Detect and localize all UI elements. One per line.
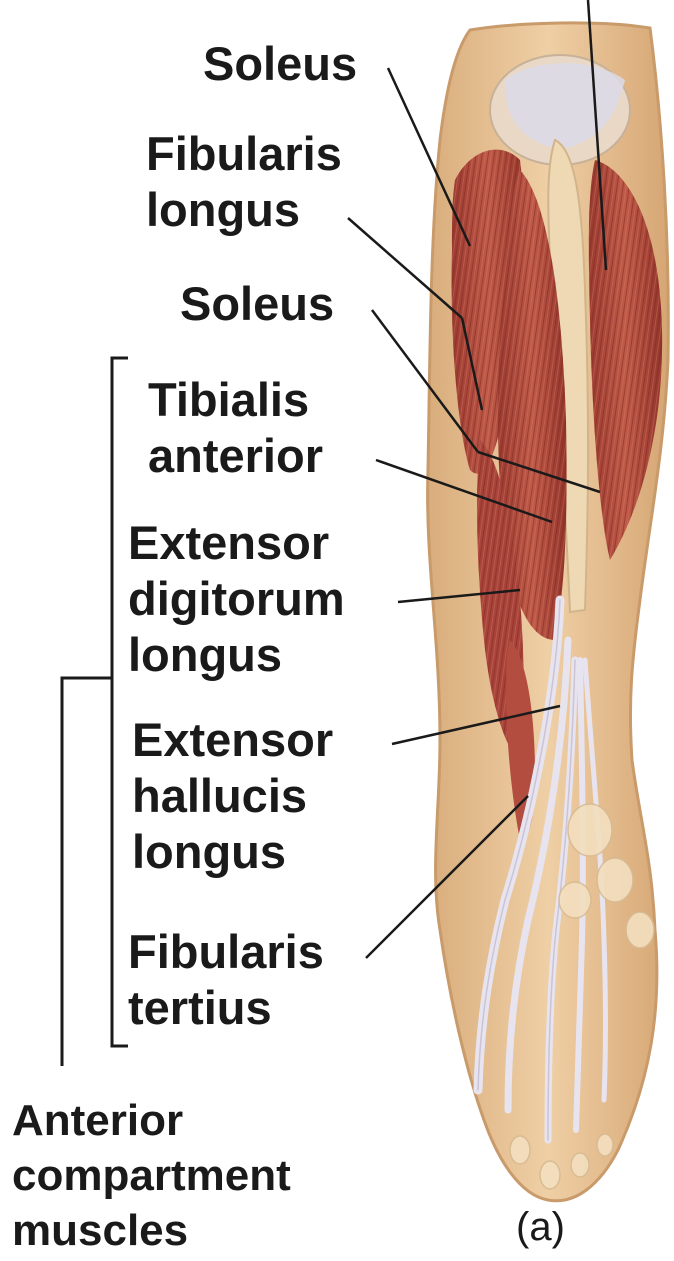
label-line: tertius <box>128 980 324 1036</box>
label-soleus-top: Soleus <box>203 36 357 92</box>
label-line: longus <box>146 182 342 238</box>
label-line: Tibialis <box>148 372 323 428</box>
label-line: anterior <box>148 428 323 484</box>
label-line: longus <box>132 824 333 880</box>
label-line: Fibularis <box>128 924 324 980</box>
label-line: longus <box>128 627 345 683</box>
label-line: Fibularis <box>146 126 342 182</box>
label-line: Anterior <box>12 1093 291 1148</box>
label-line: Soleus <box>180 276 334 332</box>
label-fibularis-longus: Fibularis longus <box>146 126 342 238</box>
label-line: (a) <box>516 1203 565 1251</box>
label-line: muscles <box>12 1203 291 1258</box>
label-extensor-digitorum-longus: Extensor digitorum longus <box>128 515 345 683</box>
label-soleus-mid: Soleus <box>180 276 334 332</box>
label-line: Extensor <box>128 515 345 571</box>
label-line: digitorum <box>128 571 345 627</box>
label-tibialis-anterior: Tibialis anterior <box>148 372 323 484</box>
panel-label: (a) <box>516 1203 565 1251</box>
label-fibularis-tertius: Fibularis tertius <box>128 924 324 1036</box>
label-extensor-hallucis-longus: Extensor hallucis longus <box>132 712 333 880</box>
label-line: Soleus <box>203 36 357 92</box>
group-bracket <box>62 358 128 1066</box>
label-anterior-compartment-muscles: Anterior compartment muscles <box>12 1093 291 1258</box>
label-line: compartment <box>12 1148 291 1203</box>
label-line: hallucis <box>132 768 333 824</box>
label-line: Extensor <box>132 712 333 768</box>
